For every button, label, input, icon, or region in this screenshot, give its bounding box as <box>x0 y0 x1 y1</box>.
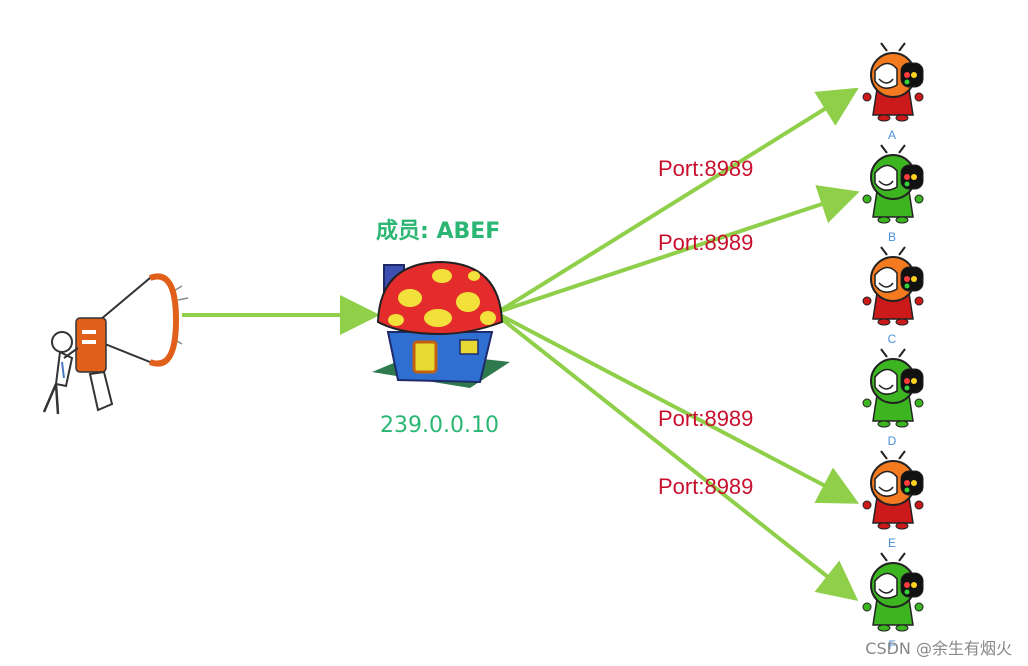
robot-letter-label: F <box>888 638 895 652</box>
robot-c-icon: C <box>862 246 924 346</box>
robot-a-icon: A <box>862 42 924 142</box>
robot-e-icon: E <box>862 450 924 550</box>
port-label-f: Port:8989 <box>658 474 753 499</box>
robot-letter-label: B <box>888 230 896 244</box>
robot-letter-label: C <box>888 332 897 346</box>
robot-d-icon: D <box>862 348 924 448</box>
robot-f-icon: F <box>862 552 924 652</box>
port-label-a: Port:8989 <box>658 156 753 181</box>
arrow-group-to-a <box>496 87 859 314</box>
robot-letter-label: E <box>888 536 896 550</box>
robot-letter-label: D <box>888 434 897 448</box>
megaphone-person-icon <box>42 273 189 415</box>
arrow-group-to-e <box>497 312 860 504</box>
watermark: CSDN @余生有烟火 <box>865 639 1012 658</box>
arrow-group-to-f <box>496 314 859 601</box>
mushroom-house-icon <box>372 260 510 388</box>
port-label-e: Port:8989 <box>658 406 753 431</box>
group-address-label: 239.0.0.10 <box>380 413 499 438</box>
group-members-label: 成员: ABEF <box>376 219 500 244</box>
robot-b-icon: B <box>862 144 924 244</box>
arrows <box>182 87 860 601</box>
robot-letter-label: A <box>888 128 896 142</box>
arrow-group-to-b <box>497 185 860 314</box>
port-label-b: Port:8989 <box>658 230 753 255</box>
receivers: A B C D E F <box>862 42 924 652</box>
